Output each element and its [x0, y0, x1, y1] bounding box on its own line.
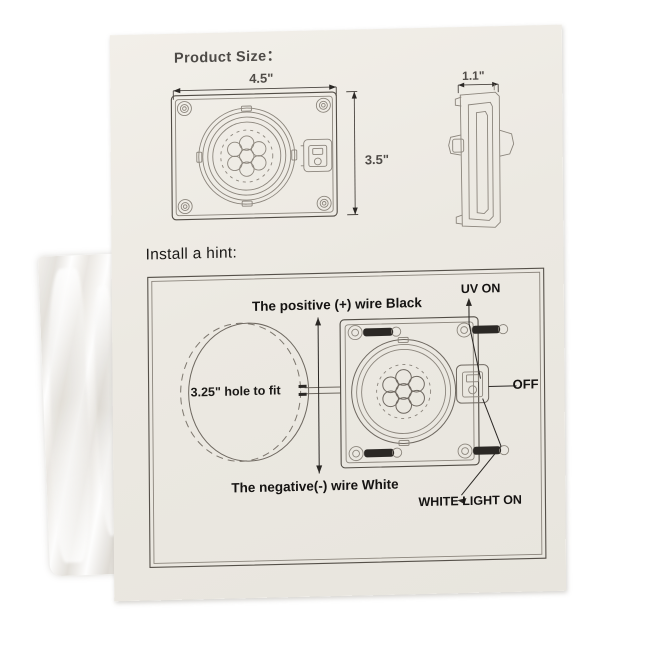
- width-dimension: [172, 84, 337, 100]
- callout-leaders: [457, 297, 517, 505]
- install-hint-heading: Install a hint:: [145, 244, 238, 264]
- height-dimension: [346, 91, 359, 216]
- sheet-content: Product Size： 4.5" 3.5" 1.1" Install a h…: [110, 25, 566, 602]
- install-rocker-switch: [455, 364, 490, 404]
- product-size-heading: Product Size：: [173, 48, 282, 67]
- hole-to-fit-label: 3.25" hole to fit: [190, 383, 281, 400]
- dimension-height-label: 3.5": [364, 151, 390, 168]
- off-label: OFF: [512, 376, 539, 392]
- side-view-diagram: [448, 81, 515, 228]
- front-view-diagram: [170, 84, 359, 221]
- white-light-on-label: WHITE LIGHT ON: [418, 492, 522, 510]
- mounting-screws: [347, 322, 510, 462]
- lens-rings: [196, 105, 298, 207]
- led-cluster: [227, 135, 267, 177]
- depth-dimension: [457, 81, 499, 94]
- rocker-switch-front: [300, 138, 333, 173]
- line-art-layer: [147, 81, 547, 569]
- corner-screws: [176, 97, 332, 215]
- dimension-width-label: 4.5": [249, 70, 274, 87]
- dimension-depth-label: 1.1": [462, 68, 485, 84]
- install-hint-box: [147, 267, 547, 569]
- cutout-circles: [180, 322, 310, 462]
- instruction-sheet: Product Size： 4.5" 3.5" 1.1" Install a h…: [109, 24, 567, 602]
- uv-on-label: UV ON: [460, 281, 501, 297]
- install-fixture-diagram: [339, 316, 510, 469]
- wires: [298, 384, 341, 396]
- install-lens-rings: [351, 336, 457, 447]
- polarity-arrow: [315, 317, 323, 474]
- install-led-cluster: [382, 369, 425, 414]
